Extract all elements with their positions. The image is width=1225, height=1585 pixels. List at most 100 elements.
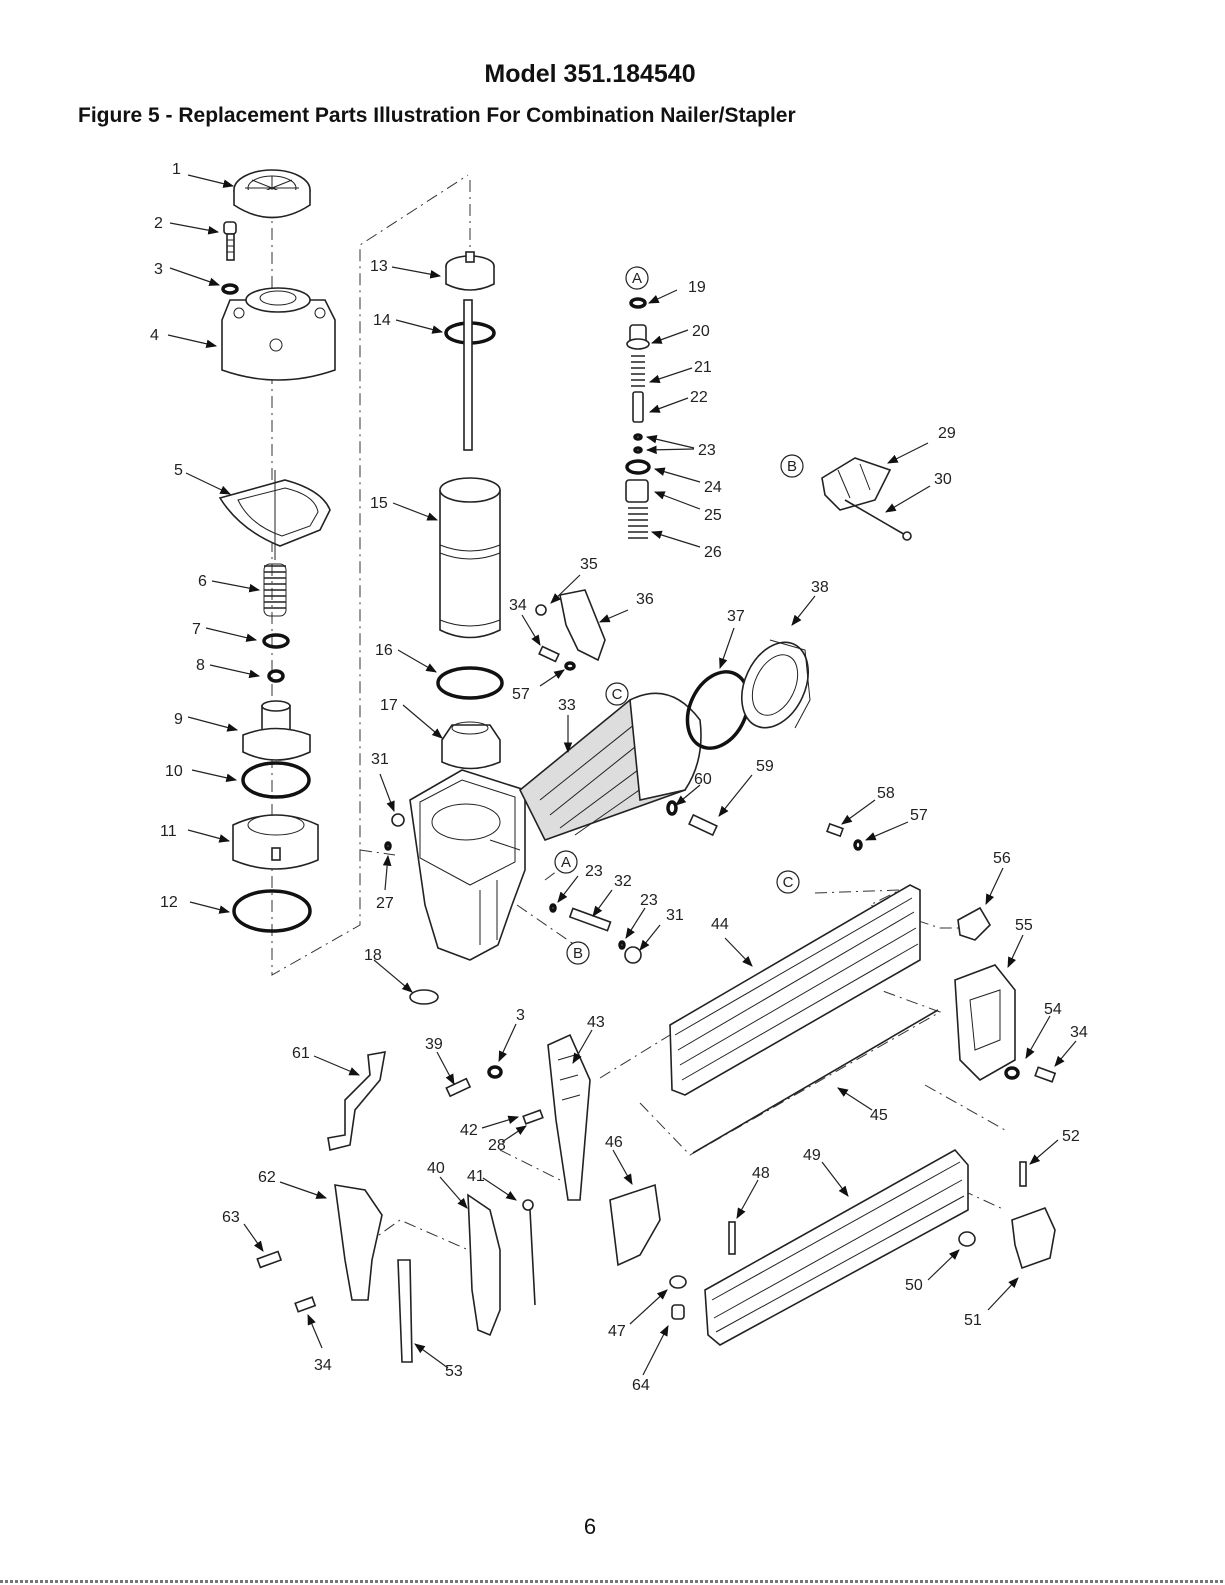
plate-40-drawing: [467, 1193, 501, 1337]
callout: 47: [608, 1323, 626, 1340]
figure-caption: Figure 5 - Replacement Parts Illustratio…: [78, 104, 796, 127]
screw-63-drawing: [256, 1250, 283, 1269]
callout: 1: [172, 161, 181, 178]
rod-41-drawing: [522, 1199, 536, 1306]
callout: 51: [964, 1312, 982, 1329]
cylinder-drawing: [439, 477, 501, 639]
o-ring-37-drawing: [685, 670, 751, 750]
head-valve-drawing: [242, 700, 311, 761]
screw-42-drawing: [522, 1109, 544, 1125]
callout: 58: [877, 785, 895, 802]
callout: 32: [614, 873, 632, 890]
callout: 11: [160, 823, 177, 840]
callout: 34: [1070, 1024, 1088, 1041]
valve-stem-32-drawing: [568, 907, 612, 932]
cylinder-cap-drawing: [221, 287, 336, 381]
callout: 46: [605, 1134, 623, 1151]
bumper-31-drawing: [391, 813, 405, 827]
page-number: 6: [583, 1514, 597, 1539]
callout: 54: [1044, 1001, 1062, 1018]
callout: 27: [376, 895, 394, 912]
callout: 12: [160, 894, 178, 911]
callout: 31: [666, 907, 684, 924]
reference-marker: A: [554, 850, 578, 874]
knob-50-drawing: [958, 1231, 976, 1247]
spacer-64-drawing: [671, 1304, 685, 1320]
bumper-8-drawing: [267, 669, 285, 683]
o-ring-23-lower-drawing: [549, 903, 557, 913]
callout: 7: [192, 621, 201, 638]
callout: 23: [640, 892, 658, 909]
callout: 39: [425, 1036, 443, 1053]
callout: 31: [371, 751, 389, 768]
callout: 59: [756, 758, 774, 775]
screw-59-drawing: [688, 813, 718, 837]
page-title: Model 351.184540: [484, 60, 696, 88]
screw-34-left-drawing: [294, 1296, 317, 1313]
washer-54-drawing: [1004, 1066, 1020, 1080]
piston-drawing: [445, 251, 495, 291]
callout: 34: [509, 597, 527, 614]
callout: 3: [516, 1007, 525, 1024]
pusher-53-drawing: [397, 1259, 413, 1363]
callout: 35: [580, 556, 598, 573]
reference-marker: B: [566, 941, 590, 965]
reference-markers: A B C A B C: [554, 266, 804, 965]
lock-washer-drawing: [221, 283, 239, 295]
callout: 43: [587, 1014, 605, 1031]
callout: 55: [1015, 917, 1033, 934]
callout: 26: [704, 544, 722, 561]
callout: 62: [258, 1169, 276, 1186]
callout: 61: [292, 1045, 310, 1062]
latch-51-drawing: [1011, 1206, 1056, 1270]
callout: 21: [694, 359, 712, 376]
o-ring-23-b-drawing: [618, 940, 626, 950]
trigger-valve-stack-drawing: [625, 297, 651, 539]
end-block-drawing: [954, 964, 1016, 1081]
callout: 53: [445, 1363, 463, 1380]
cap-screw-drawing: [223, 221, 237, 261]
callout: 60: [694, 771, 712, 788]
callout: 4: [150, 327, 159, 344]
svg-text:A: A: [632, 270, 642, 287]
screw-58-drawing: [826, 822, 844, 838]
callout: 16: [375, 642, 393, 659]
callout: 10: [165, 763, 183, 780]
guide-46-drawing: [609, 1183, 661, 1267]
valve-seat-drawing: [232, 814, 319, 870]
callout: 22: [690, 389, 708, 406]
callout: 29: [938, 425, 956, 442]
reference-marker: A: [625, 266, 649, 290]
tool-body-drawing: [409, 769, 526, 961]
safety-61-drawing: [327, 1051, 386, 1151]
nose-plate-drawing: [409, 989, 439, 1005]
svg-text:B: B: [573, 945, 583, 962]
cap-spring-drawing: [263, 563, 287, 617]
callout: 2: [154, 215, 163, 232]
callout-numbers: 1 2 3 4 5 6 7 8 9 10 11 12 13 14 15 16 1…: [150, 161, 1088, 1394]
driver-blade-drawing: [463, 299, 473, 451]
o-ring-12-drawing: [232, 889, 312, 933]
callout-leaders: [167, 174, 1077, 1376]
callout: 25: [704, 507, 722, 524]
o-ring-10-drawing: [241, 761, 311, 799]
pin-48-drawing: [728, 1221, 736, 1255]
plate-62-drawing: [334, 1184, 383, 1301]
svg-text:A: A: [561, 854, 571, 871]
cap-31-drawing: [624, 946, 642, 964]
callout: 5: [174, 462, 183, 479]
washer-60-drawing: [666, 800, 678, 816]
callout: 23: [698, 442, 716, 459]
piston-bumper-drawing: [441, 721, 501, 770]
callout: 57: [910, 807, 928, 824]
page-bottom-rule: [0, 1580, 1225, 1583]
latch-56-drawing: [957, 906, 992, 941]
end-cap-drawing: [741, 639, 811, 729]
callout: 19: [688, 279, 706, 296]
callout: 45: [870, 1107, 888, 1124]
guide-rod-drawing: [692, 1009, 939, 1154]
callout: 52: [1062, 1128, 1080, 1145]
o-ring-7-drawing: [262, 633, 290, 649]
washer-3-lower-drawing: [487, 1065, 503, 1079]
